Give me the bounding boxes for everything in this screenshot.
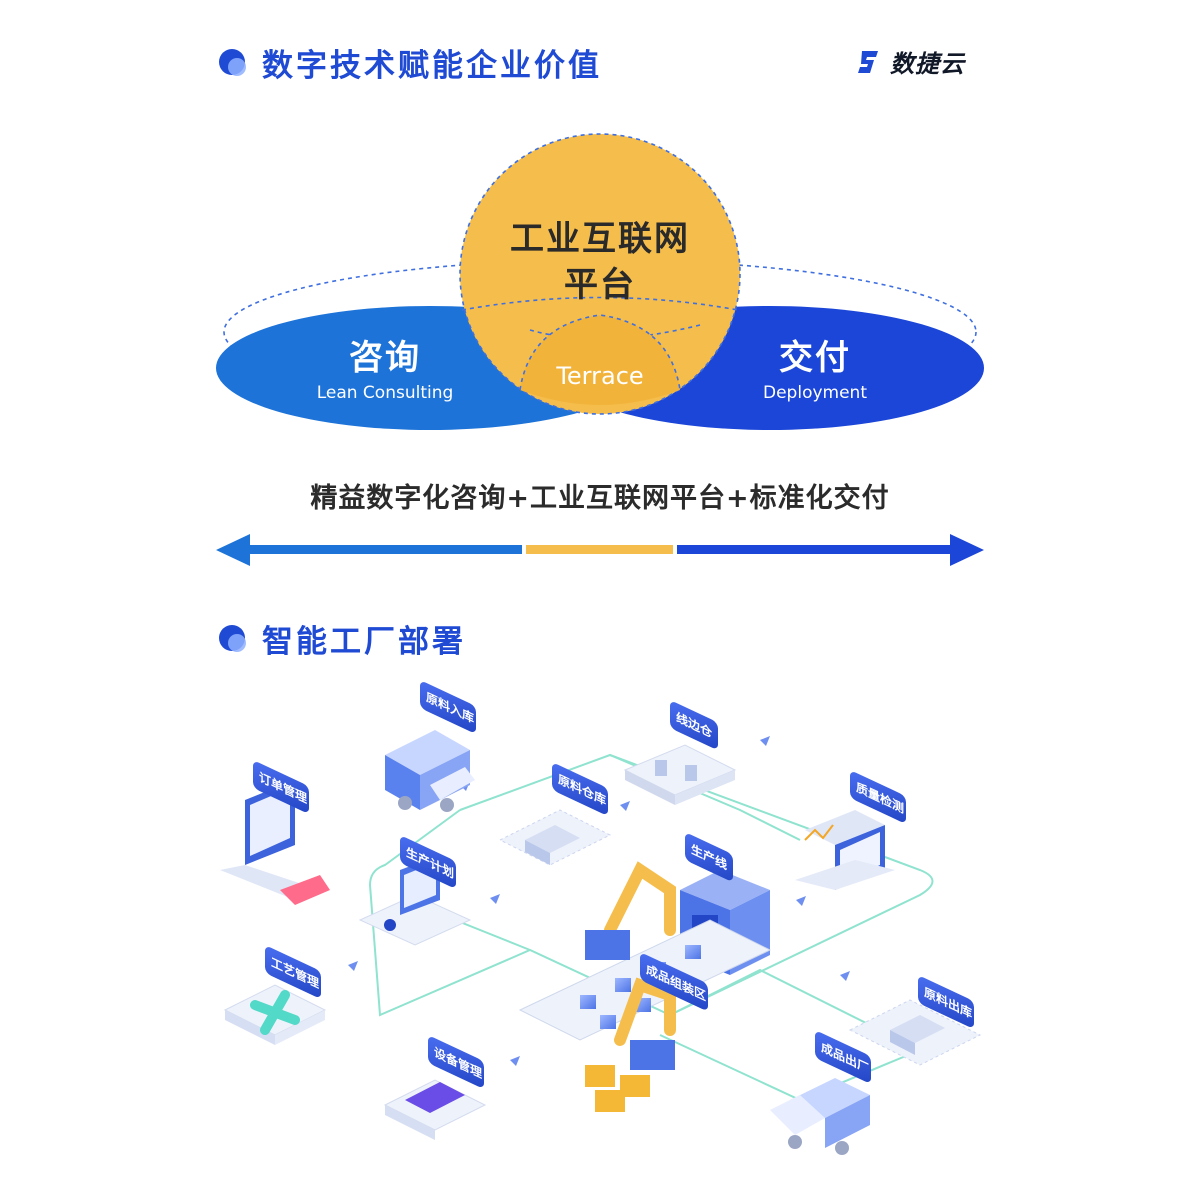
warehouse-icon: [498, 809, 612, 866]
value-formula: 精益数字化咨询+工业互联网平台+标准化交付: [310, 483, 890, 514]
bar-segment-platform: [526, 545, 673, 554]
inspection-icon: [795, 810, 895, 890]
platform-label: 工业互联网 平台: [480, 216, 720, 308]
left-arrowhead: [216, 534, 250, 566]
bar-segment-consulting: [248, 545, 522, 554]
venn-diagram: [216, 133, 984, 430]
factory-illustration: 原料入库 线边仓 订单管理 原料仓库 质量检测 生产计划 生产线 工艺管理 成品…: [220, 682, 982, 1155]
progress-arrow-bar: [216, 534, 984, 566]
tag-production-line: 生产线: [685, 834, 733, 881]
brand-name: 数捷云: [890, 50, 965, 78]
bullet-dot-icon: [218, 624, 248, 654]
tag-finished-out: 成品出厂: [815, 1032, 871, 1082]
deployment-label: 交付 Deployment: [735, 330, 895, 403]
tag-raw-inbound: 原料入库: [420, 682, 476, 732]
bullet-dot-icon: [218, 48, 248, 78]
process-icon: [223, 984, 327, 1045]
tag-raw-warehouse: 原料仓库: [552, 764, 608, 814]
section-heading-factory: 智能工厂部署: [218, 616, 466, 661]
tag-line-side: 线边仓: [670, 702, 718, 749]
platform-circle: [460, 134, 740, 414]
device-icon: [383, 1079, 487, 1140]
brand-logo: 数捷云: [854, 44, 965, 79]
deployment-subtitle: Deployment: [763, 383, 867, 403]
consulting-label: 咨询 Lean Consulting: [300, 330, 470, 403]
consulting-subtitle: Lean Consulting: [316, 383, 454, 403]
section-title: 智能工厂部署: [262, 624, 466, 660]
deployment-title: 交付: [779, 338, 851, 378]
shelf-icon: [623, 744, 737, 805]
laptop-icon: [220, 780, 330, 905]
consulting-title: 咨询: [349, 338, 421, 378]
truck-icon: [385, 730, 475, 812]
platform-line2: 平台: [564, 265, 636, 305]
bar-segment-deployment: [677, 545, 953, 554]
right-arrowhead: [950, 534, 984, 566]
warehouse-out-icon: [848, 999, 982, 1066]
section-title: 数字技术赋能企业价值: [262, 48, 602, 84]
terrace-label: Terrace: [556, 362, 644, 390]
section-heading-value: 数字技术赋能企业价值: [218, 40, 602, 85]
platform-line1: 工业互联网: [510, 219, 690, 259]
truck-out-icon: [770, 1078, 870, 1155]
planner-icon: [358, 855, 472, 946]
terrace-overlap: [520, 315, 680, 405]
brand-mark-icon: [858, 50, 878, 73]
